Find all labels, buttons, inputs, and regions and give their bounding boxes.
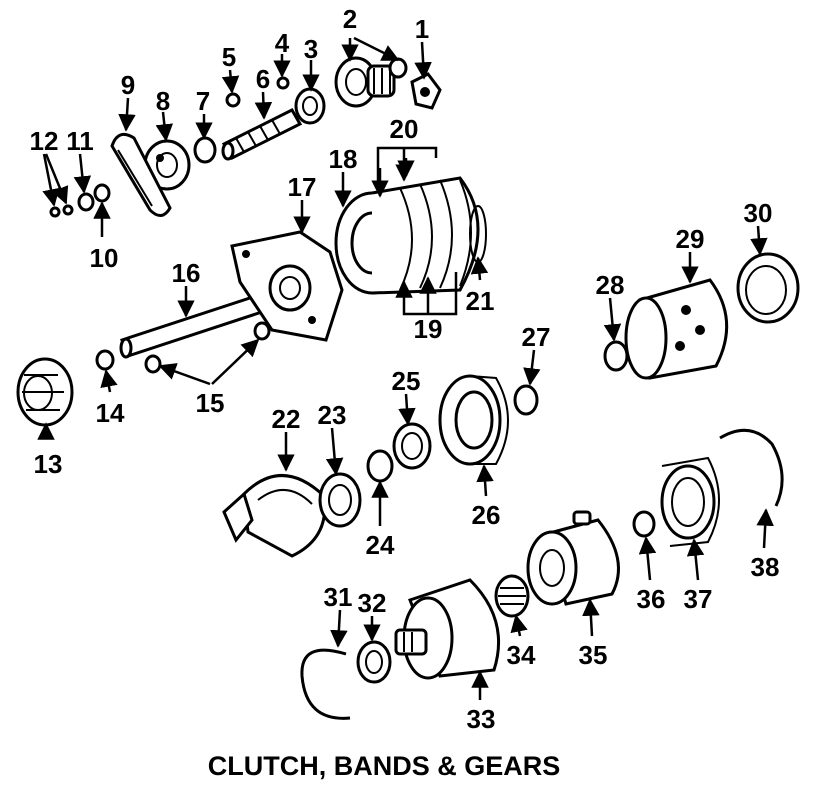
callout-5: 5 [222, 42, 236, 72]
callout-23: 23 [318, 400, 347, 430]
part-27-ring [513, 384, 539, 416]
callout-32: 32 [358, 588, 387, 618]
part-38-snap-ring [719, 428, 784, 507]
part-13-gear [16, 357, 74, 427]
callout-15: 15 [196, 388, 225, 418]
part-30-band-ring [736, 252, 800, 324]
callout-7: 7 [196, 86, 210, 116]
callout-17: 17 [288, 172, 317, 202]
part-35-gearset [526, 510, 620, 606]
callout-1: 1 [415, 14, 429, 44]
callout-27: 27 [522, 322, 551, 352]
part-37-ring-gear [660, 456, 720, 547]
part-28-ring [603, 340, 629, 372]
callout-37: 37 [684, 584, 713, 614]
part-18-clutch-drum [334, 176, 487, 295]
diagram-title: CLUTCH, BANDS & GEARS [208, 751, 561, 781]
part-25-washer [392, 422, 432, 470]
part-12-ring-b [49, 206, 61, 218]
callout-11: 11 [66, 126, 94, 156]
callout-30: 30 [744, 198, 773, 228]
part-3-bearing [294, 87, 326, 125]
part-33-carrier [394, 578, 501, 680]
part-23-plate [318, 472, 362, 528]
callout-25: 25 [392, 366, 421, 396]
callout-18: 18 [329, 144, 358, 174]
callout-21: 21 [466, 286, 495, 316]
callout-12: 12 [30, 126, 59, 156]
part-26-gear-assembly [438, 374, 509, 466]
callout-26: 26 [472, 500, 501, 530]
callout-24: 24 [366, 530, 395, 560]
part-10-washer [93, 183, 111, 203]
callout-13: 13 [34, 449, 63, 479]
part-32-washer [356, 640, 392, 684]
callout-28: 28 [596, 270, 625, 300]
callout-31: 31 [324, 582, 353, 612]
part-31-snap-ring [300, 648, 351, 720]
callout-3: 3 [304, 34, 318, 64]
callout-20: 20 [390, 114, 419, 144]
part-29-drum [624, 278, 729, 380]
callout-16: 16 [172, 258, 201, 288]
part-17-housing [230, 230, 344, 342]
callout-8: 8 [156, 86, 170, 116]
callout-2: 2 [343, 4, 357, 34]
part-5-ring [225, 92, 241, 108]
part-36-washer [632, 510, 656, 538]
callout-10: 10 [90, 243, 119, 273]
callout-19: 19 [414, 314, 443, 344]
part-22-band [222, 474, 327, 558]
callout-35: 35 [579, 640, 608, 670]
callout-29: 29 [676, 224, 705, 254]
part-4-ring [276, 76, 290, 90]
part-1-bracket [410, 72, 442, 110]
callout-38: 38 [751, 552, 780, 582]
callout-labels: 1 2 3 4 5 6 7 8 9 10 11 12 13 14 15 16 1… [30, 4, 780, 734]
callout-9: 9 [121, 70, 135, 100]
part-15-seal-b [144, 354, 162, 374]
part-9-chain [110, 132, 172, 217]
leader-lines [37, 36, 774, 700]
callout-36: 36 [637, 584, 666, 614]
part-11-washer [77, 192, 95, 212]
part-2-hub [334, 56, 408, 108]
part-24-ring [366, 449, 394, 483]
part-12-ring-a [62, 204, 74, 216]
part-34-bearing [494, 574, 530, 618]
callout-22: 22 [272, 404, 301, 434]
callout-14: 14 [96, 398, 125, 428]
part-6-shaft [221, 108, 303, 161]
callout-34: 34 [507, 640, 536, 670]
part-15-seal-a [253, 321, 271, 341]
part-14-bushing [95, 349, 115, 371]
callout-33: 33 [467, 704, 496, 734]
callout-6: 6 [256, 64, 270, 94]
callout-4: 4 [275, 28, 290, 58]
part-7-washer [193, 136, 217, 164]
